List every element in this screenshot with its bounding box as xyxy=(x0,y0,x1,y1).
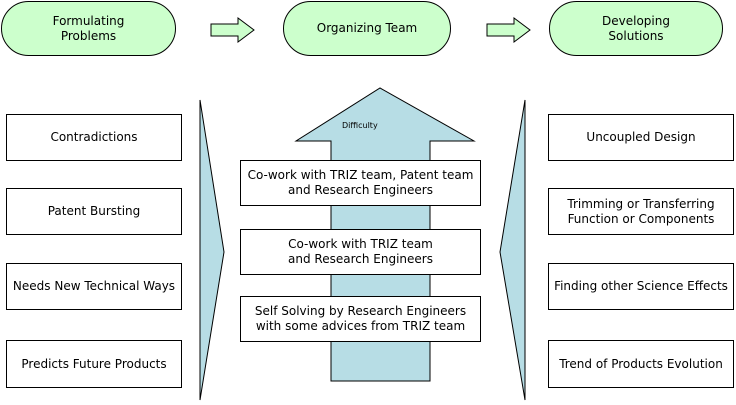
stage-developing-solutions: Developing Solutions xyxy=(549,1,723,56)
team-level-cowork-triz-patent: Co-work with TRIZ team, Patent team and … xyxy=(240,160,481,206)
solution-box-trimming-transferring: Trimming or Transferring Function or Com… xyxy=(548,188,734,235)
team-level-self-solving: Self Solving by Research Engineers with … xyxy=(240,296,481,342)
problem-box-new-technical-ways: Needs New Technical Ways xyxy=(6,263,182,310)
stage-formulating-problems: Formulating Problems xyxy=(1,1,176,56)
difficulty-label: Difficulty xyxy=(342,121,378,130)
solution-box-products-evolution: Trend of Products Evolution xyxy=(548,340,734,388)
right-arrow-2 xyxy=(486,17,531,43)
team-level-cowork-triz: Co-work with TRIZ team and Research Engi… xyxy=(240,229,481,275)
problem-box-contradictions: Contradictions xyxy=(6,114,182,161)
stage-organizing-team: Organizing Team xyxy=(283,1,451,56)
right-chevron xyxy=(499,99,526,401)
right-arrow-1 xyxy=(210,17,255,43)
problem-box-patent-bursting: Patent Bursting xyxy=(6,188,182,235)
solution-box-science-effects: Finding other Science Effects xyxy=(548,263,734,310)
solution-box-uncoupled-design: Uncoupled Design xyxy=(548,114,734,161)
left-chevron xyxy=(199,99,225,401)
problem-box-future-products: Predicts Future Products xyxy=(6,340,182,388)
